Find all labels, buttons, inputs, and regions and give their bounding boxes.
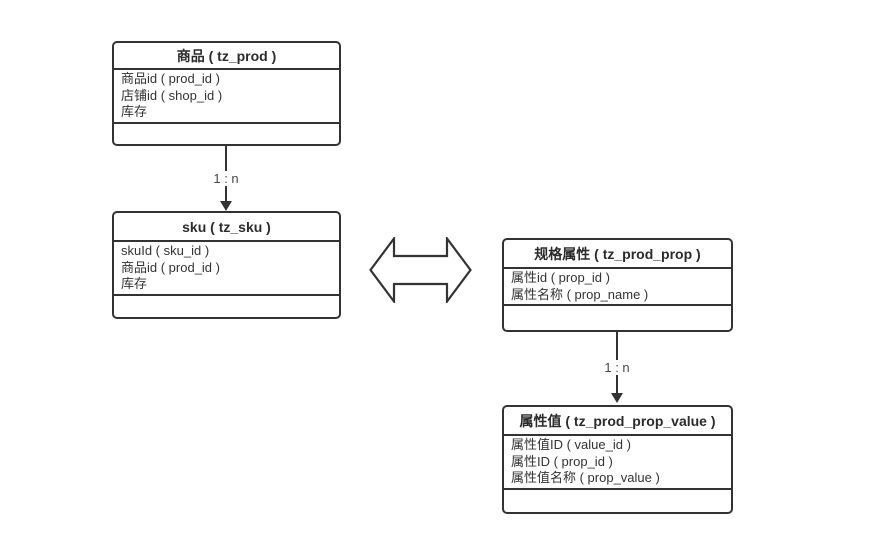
double-arrow-icon	[369, 237, 472, 303]
entity-empty-section	[114, 296, 339, 318]
entity-prop-value-title: 属性值 ( tz_prod_prop_value )	[504, 407, 731, 436]
entity-prod-prop: 规格属性 ( tz_prod_prop ) 属性id ( prop_id ) 属…	[502, 238, 733, 332]
connector-label-prop-value: 1 : n	[600, 360, 634, 375]
field-row: 店铺id ( shop_id )	[121, 87, 223, 103]
field-row: 属性名称 ( prop_name )	[511, 286, 649, 302]
entity-empty-section	[114, 124, 339, 145]
field-row: 库存	[121, 104, 148, 119]
field-row: 属性值ID ( value_id )	[511, 437, 631, 452]
entity-sku-fields: skuId ( sku_id ) 商品id ( prod_id ) 库存	[114, 242, 339, 296]
arrowhead-down-icon	[611, 393, 623, 403]
entity-sku-title: sku ( tz_sku )	[114, 213, 339, 242]
field-row: 商品id ( prod_id )	[121, 71, 220, 86]
entity-prod-title: 商品 ( tz_prod )	[114, 43, 339, 70]
field-row: 属性id ( prop_id )	[511, 270, 610, 285]
entity-prod: 商品 ( tz_prod ) 商品id ( prod_id ) 店铺id ( s…	[112, 41, 341, 146]
entity-prod-fields: 商品id ( prod_id ) 店铺id ( shop_id ) 库存	[114, 70, 339, 124]
field-row: 库存	[121, 276, 148, 291]
entity-sku: sku ( tz_sku ) skuId ( sku_id ) 商品id ( p…	[112, 211, 341, 319]
field-row: skuId ( sku_id )	[121, 243, 210, 258]
field-row: 属性值名称 ( prop_value )	[511, 470, 660, 485]
entity-prop-value-fields: 属性值ID ( value_id ) 属性ID ( prop_id ) 属性值名…	[504, 436, 731, 490]
entity-prod-prop-fields: 属性id ( prop_id ) 属性名称 ( prop_name )	[504, 269, 731, 306]
entity-prop-value: 属性值 ( tz_prod_prop_value ) 属性值ID ( value…	[502, 405, 733, 514]
field-row: 商品id ( prod_id )	[121, 259, 220, 275]
entity-empty-section	[504, 306, 731, 330]
field-row: 属性ID ( prop_id )	[511, 453, 613, 469]
connector-label-prod-sku: 1 : n	[209, 171, 243, 186]
arrowhead-down-icon	[220, 201, 232, 211]
entity-empty-section	[504, 490, 731, 513]
entity-prod-prop-title: 规格属性 ( tz_prod_prop )	[504, 240, 731, 269]
